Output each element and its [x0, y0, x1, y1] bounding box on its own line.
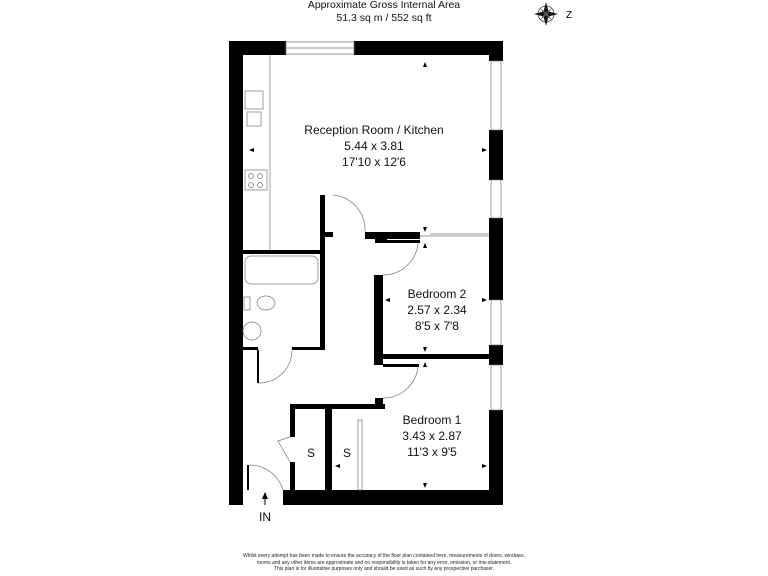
toilet-icon [256, 295, 276, 311]
disclaimer-line: Whilst every attempt has been made to en… [242, 553, 526, 559]
entrance-label: IN [259, 510, 271, 524]
room-imperial: 8'5 x 7'8 [415, 319, 459, 333]
room-reception-kitchen: Reception Room / Kitchen 5.44 x 3.81 17'… [304, 123, 443, 169]
entrance-door [248, 464, 284, 491]
room-name: Bedroom 1 [403, 413, 462, 427]
compass-north-label: Z [566, 10, 572, 21]
sink-icon [244, 90, 264, 110]
hob-icon [244, 169, 268, 191]
disclaimer-line: This plan is for illustrative purposes o… [273, 566, 495, 572]
basin-icon [242, 321, 262, 341]
window-reception [490, 60, 502, 131]
room-name: Reception Room / Kitchen [304, 123, 443, 137]
bath-icon [244, 255, 319, 285]
room-imperial: 11'3 x 9'5 [407, 445, 457, 459]
bathroom-door [257, 349, 293, 384]
room-metric: 3.43 x 2.87 [402, 429, 462, 443]
room-bedroom-1: Bedroom 1 3.43 x 2.87 11'3 x 9'5 [402, 413, 462, 459]
gross-area-title: Approximate Gross Internal Area [307, 0, 461, 11]
window-bedroom-1 [490, 364, 502, 411]
room-metric: 5.44 x 3.81 [344, 139, 404, 153]
dimension-markers [249, 62, 487, 505]
walls [229, 41, 503, 505]
wardrobe-door [357, 419, 363, 491]
disclaimer-line: rooms and any other items are approximat… [256, 559, 512, 566]
room-metric: 2.57 x 2.34 [407, 303, 467, 317]
room-bedroom-2: Bedroom 2 2.57 x 2.34 8'5 x 7'8 [407, 287, 467, 333]
room-name: Bedroom 2 [408, 287, 467, 301]
disclaimer: Whilst every attempt has been made to en… [0, 553, 768, 573]
store-label: S [343, 446, 351, 460]
gross-area-value: 51.3 sq m / 552 sq ft [336, 12, 432, 24]
fixtures [242, 41, 502, 491]
store-label: S [307, 446, 315, 460]
room-imperial: 17'10 x 12'6 [342, 155, 406, 169]
entrance-arrow-icon [262, 492, 268, 499]
window-bedroom-2 [490, 299, 502, 346]
compass-rose-icon [534, 2, 558, 26]
